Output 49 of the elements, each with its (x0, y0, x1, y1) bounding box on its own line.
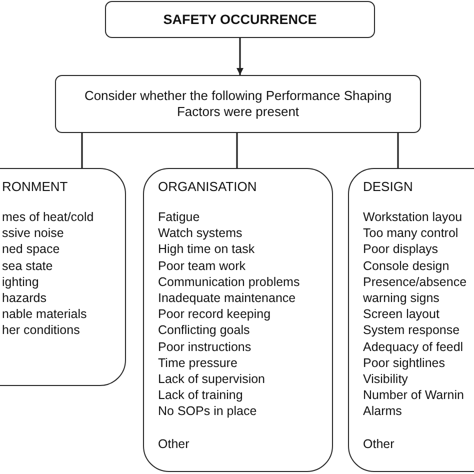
factor-item: nable materials (2, 306, 88, 322)
process-box (105, 1, 375, 38)
category-heading: RONMENT (2, 179, 68, 195)
factor-item: Adequacy of feedl (363, 338, 464, 355)
factor-item: Visibility (363, 371, 409, 388)
factor-item: Console design (363, 258, 450, 274)
factor-item: mes of heat/cold (2, 209, 95, 226)
factor-item: Presence/absence warning signs (363, 274, 468, 306)
factor-item: Workstation layou (363, 209, 464, 226)
factor-item: Poor record keeping (158, 306, 272, 322)
factor-item: System response (363, 322, 461, 339)
factor-item: High time on task (158, 241, 256, 258)
connector-line (397, 133, 399, 168)
factor-item: Fatigue (158, 209, 201, 226)
factor-item: Poor instructions (158, 338, 252, 355)
factor-item: Poor sightlines (363, 354, 446, 372)
factor-item: Number of Warnin (363, 387, 465, 404)
factor-item: Lack of training (158, 387, 244, 404)
factor-list-box (0, 168, 126, 386)
connector-line (236, 133, 238, 168)
factor-item: Poor team work (158, 258, 247, 274)
box-text: SAFETY OCCURRENCE (163, 12, 317, 28)
process-box (55, 75, 421, 133)
factor-item: ssive noise (2, 225, 65, 242)
connector-line (81, 133, 83, 168)
factor-item: ned space (2, 241, 61, 258)
factor-item: Conflicting goals (158, 322, 251, 339)
factor-item: ighting (2, 274, 40, 290)
factor-item: Alarms (363, 403, 403, 420)
box-text: Consider whether the following Performance Shaping Factors were present (83, 88, 393, 120)
factor-item: sea state (2, 258, 54, 274)
factor-item: Screen layout (363, 306, 440, 322)
factor-item: Time pressure (158, 354, 238, 372)
factor-item: hazards (2, 290, 48, 306)
arrow (236, 38, 244, 75)
factor-item: Watch systems (158, 225, 244, 242)
factor-item: her conditions (2, 322, 81, 339)
factor-item: No SOPs in place (158, 403, 258, 420)
category-heading: ORGANISATION (158, 179, 257, 195)
factor-item: Poor displays (363, 241, 440, 258)
category-heading: DESIGN (363, 179, 413, 195)
factor-item: Lack of supervision (158, 371, 266, 388)
factor-item: Inadequate maintenance (158, 290, 297, 306)
factor-item: Other (158, 436, 190, 452)
factor-list-box (348, 168, 474, 472)
factor-list-box (143, 168, 333, 472)
factor-item: Other (363, 436, 396, 452)
factor-item: Communication problems (158, 274, 301, 290)
factor-item: Too many control (363, 225, 460, 242)
